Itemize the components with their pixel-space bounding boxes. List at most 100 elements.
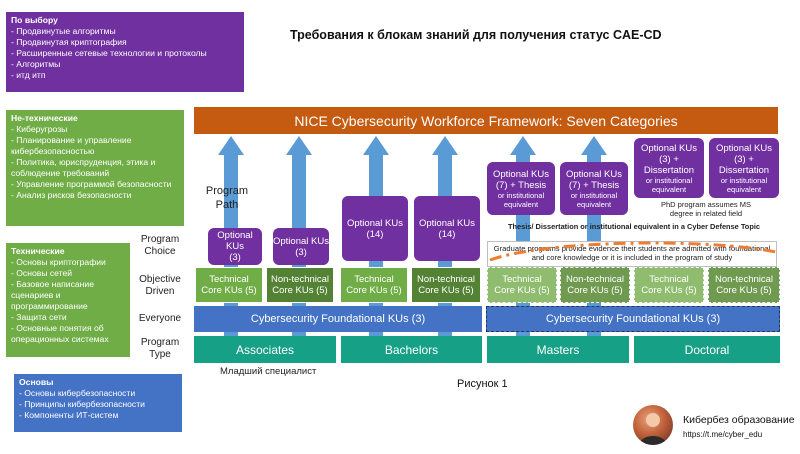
technical-core-bachelors: Technical Core KUs (5) <box>340 267 408 303</box>
nontechnical-core-label: Non-technical Core KUs (5) <box>565 274 625 296</box>
figure-caption: Рисунок 1 <box>457 378 508 390</box>
optional-kus-count: (3) <box>295 246 307 258</box>
technical-topics-list: - Основы криптографии- Основы сетей- Баз… <box>11 257 125 345</box>
topic-list-item: - Управление программой безопасности <box>11 179 172 189</box>
nontechnical-core-label: Non-technical Core KUs (5) <box>714 274 774 296</box>
foundational-kus-undergrad: Cybersecurity Foundational KUs (3) <box>194 306 482 332</box>
topic-list-item: - Базовое написание сценариев и программ… <box>11 279 94 311</box>
program-type-doctoral: Doctoral <box>634 336 780 363</box>
optional-kus-label: Optional KUs <box>566 168 622 180</box>
topic-list-item: - Основы кибербезопасности <box>19 388 136 398</box>
nontechnical-core-doctoral: Non-technical Core KUs (5) <box>708 267 780 303</box>
nontechnical-core-masters: Non-technical Core KUs (5) <box>560 267 630 303</box>
foundational-kus-label: Cybersecurity Foundational KUs (3) <box>250 313 426 325</box>
page-title: Требования к блокам знаний для получения… <box>290 28 662 42</box>
topic-list-item: - Основные понятия об операционных систе… <box>11 323 109 344</box>
program-type-label: Masters <box>536 342 580 357</box>
topic-list-item: - Политика, юриспруденция, этика и соблю… <box>11 157 156 178</box>
foundational-kus-label: Cybersecurity Foundational KUs (3) <box>545 313 721 325</box>
program-path-label: Program Path <box>205 185 249 211</box>
technical-core-label: Technical Core KUs (5) <box>641 274 697 296</box>
optional-topics-heading: По выбору <box>11 15 58 25</box>
nontechnical-core-label: Non-technical Core KUs (5) <box>416 274 476 296</box>
optional-kus-masters-2: Optional KUs (7) + Thesis or institution… <box>560 162 628 215</box>
optional-kus-thesis: (7) + Thesis <box>568 179 620 191</box>
program-type-label: Bachelors <box>384 342 439 357</box>
basics-topics-heading: Основы <box>19 377 54 387</box>
technical-topics-heading: Технические <box>11 246 65 256</box>
optional-kus-count: (14) <box>438 228 456 240</box>
topic-list-item: - итд итп <box>11 70 46 80</box>
optional-kus-label: Optional KUs (3) + <box>641 142 697 165</box>
optional-kus-equivalent: or institutional equivalent <box>570 190 618 209</box>
topic-list-item: - Анализ рисков безопасности <box>11 190 132 200</box>
topic-list-item: - Продвинутые алгоритмы <box>11 26 116 36</box>
thesis-note: Thesis/ Dissertation or institutional eq… <box>507 222 761 231</box>
nontechnical-core-bachelors: Non-technical Core KUs (5) <box>411 267 481 303</box>
row-label-everyone: Everyone <box>138 313 182 324</box>
nice-framework-header-text: NICE Cybersecurity Workforce Framework: … <box>294 112 678 129</box>
optional-kus-label: Optional KUs <box>419 217 475 229</box>
program-type-masters: Masters <box>487 336 629 363</box>
dashed-orange-svg <box>489 241 777 262</box>
topic-list-item: - Планирование и управление кибербезопас… <box>11 135 132 156</box>
nontechnical-topics-heading: Не-технические <box>11 113 78 123</box>
optional-kus-associates-1: Optional KUs (3) <box>208 228 262 265</box>
nontechnical-topics-box: Не-технические - Киберугрозы- Планирован… <box>6 110 184 226</box>
optional-kus-label: Optional KUs <box>347 217 403 229</box>
topic-list-item: - Алгоритмы <box>11 59 61 69</box>
optional-kus-equivalent: or institutional equivalent <box>645 175 693 194</box>
associates-ru-label: Младший специалист <box>220 366 317 377</box>
technical-core-label: Technical Core KUs (5) <box>201 274 257 296</box>
brand-url[interactable]: https://t.me/cyber_edu <box>683 430 763 439</box>
optional-kus-label: Optional KUs (3) + <box>716 142 772 165</box>
graduate-note: Graduate programs provide evidence their… <box>487 241 777 267</box>
optional-kus-doctoral-1: Optional KUs (3) + Dissertation or insti… <box>634 138 704 198</box>
topic-list-item: - Киберугрозы <box>11 124 68 134</box>
technical-core-masters: Technical Core KUs (5) <box>487 267 557 303</box>
nice-framework-header: NICE Cybersecurity Workforce Framework: … <box>194 107 778 134</box>
topic-list-item: - Основы криптографии <box>11 257 106 267</box>
graduate-note-text: Graduate programs provide evidence their… <box>493 244 771 262</box>
nontechnical-core-associates: Non-technical Core KUs (5) <box>266 267 334 303</box>
optional-kus-associates-2: Optional KUs (3) <box>273 228 329 265</box>
row-label-objective-driven: Objective Driven <box>139 274 181 297</box>
optional-kus-label: Optional KUs <box>493 168 549 180</box>
optional-topics-list: - Продвинутые алгоритмы- Продвинутая кри… <box>11 26 239 81</box>
topic-list-item: - Защита сети <box>11 312 67 322</box>
optional-kus-equivalent: or institutional equivalent <box>497 190 545 209</box>
row-label-program-type: Program Type <box>140 337 180 360</box>
topic-list-item: - Принципы кибербезопасности <box>19 399 145 409</box>
technical-core-doctoral: Technical Core KUs (5) <box>634 267 704 303</box>
nontechnical-topics-list: - Киберугрозы- Планирование и управление… <box>11 124 179 201</box>
technical-core-associates: Technical Core KUs (5) <box>195 267 263 303</box>
nontechnical-core-label: Non-technical Core KUs (5) <box>270 274 330 296</box>
topic-list-item: - Компоненты ИТ-систем <box>19 410 119 420</box>
program-type-label: Associates <box>235 342 295 357</box>
row-label-program-choice: Program Choice <box>140 234 180 257</box>
optional-kus-masters-1: Optional KUs (7) + Thesis or institution… <box>487 162 555 215</box>
optional-kus-dissertation: Dissertation <box>643 164 695 176</box>
program-type-bachelors: Bachelors <box>341 336 482 363</box>
optional-topics-box: По выбору - Продвинутые алгоритмы- Продв… <box>6 12 244 92</box>
brand-avatar <box>633 405 673 445</box>
brand-name: Кибербез образование <box>683 414 795 426</box>
foundational-kus-graduate: Cybersecurity Foundational KUs (3) <box>486 306 780 332</box>
technical-core-label: Technical Core KUs (5) <box>494 274 550 296</box>
dashed-orange-line <box>486 232 780 272</box>
phd-note: PhD program assumes MS degree in related… <box>660 200 752 218</box>
optional-kus-count: (3) <box>229 252 241 263</box>
technical-core-label: Technical Core KUs (5) <box>346 274 402 296</box>
optional-kus-bachelors-2: Optional KUs (14) <box>414 196 480 261</box>
topic-list-item: - Основы сетей <box>11 268 73 278</box>
optional-kus-label: Optional KUs <box>273 235 329 247</box>
program-type-label: Doctoral <box>684 342 730 357</box>
program-type-associates: Associates <box>194 336 336 363</box>
topic-list-item: - Расширенные сетевые технологии и прото… <box>11 48 207 58</box>
topic-list-item: - Продвинутая криптография <box>11 37 127 47</box>
optional-kus-count: (14) <box>366 228 384 240</box>
optional-kus-thesis: (7) + Thesis <box>495 179 547 191</box>
optional-kus-equivalent: or institutional equivalent <box>720 175 768 194</box>
technical-topics-box: Технические - Основы криптографии- Основ… <box>6 243 130 357</box>
optional-kus-bachelors-1: Optional KUs (14) <box>342 196 408 261</box>
